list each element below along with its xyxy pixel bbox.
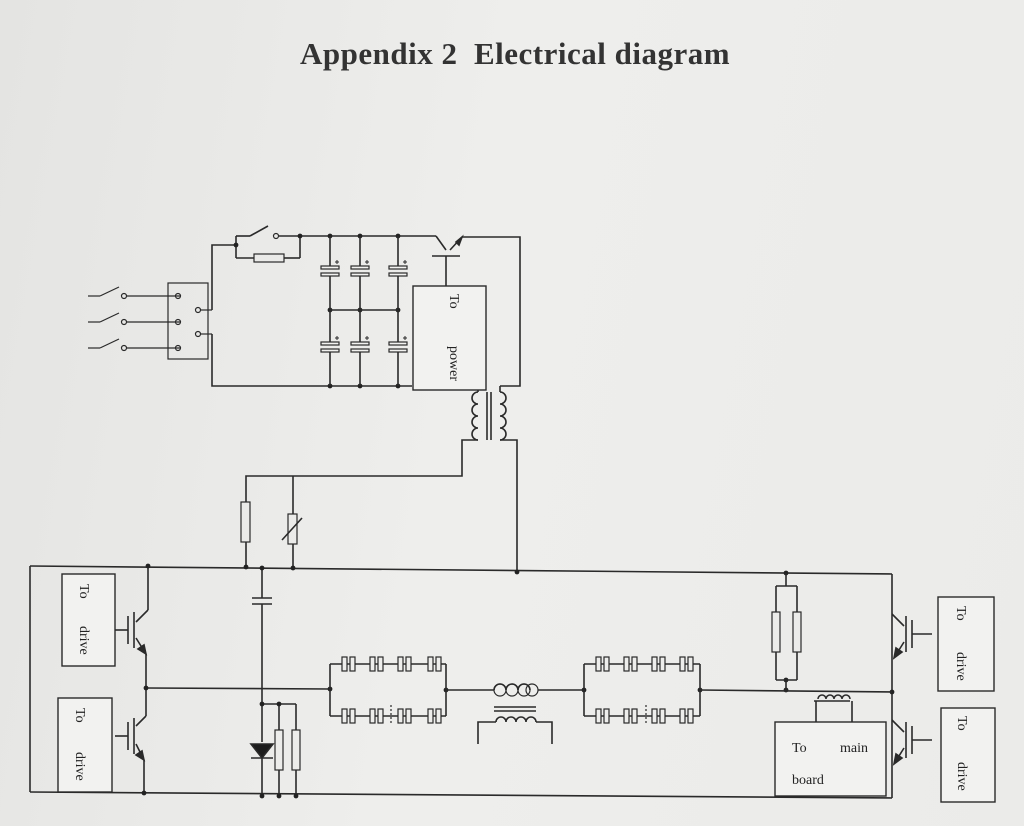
snubber-resistor-varistor bbox=[240, 501, 303, 568]
resonant-cap-bank-right bbox=[583, 663, 893, 717]
power-box-line2: power bbox=[446, 346, 461, 381]
drive-top-right-line1: To bbox=[953, 606, 968, 621]
capacitor-bank-top bbox=[329, 236, 399, 386]
center-inductor bbox=[477, 683, 584, 744]
cap-plates-left bbox=[341, 656, 442, 725]
right-half-bridge bbox=[891, 613, 932, 766]
current-sensor bbox=[814, 694, 853, 722]
transformer bbox=[245, 386, 518, 572]
capacitor-plates-top bbox=[320, 260, 408, 353]
left-half-bridge bbox=[115, 566, 331, 793]
main-board-line2: board bbox=[792, 773, 824, 788]
drive-bottom-left-line1: To bbox=[72, 708, 87, 723]
main-board-box: To main board bbox=[774, 721, 887, 797]
right-resistor-pair bbox=[771, 573, 802, 690]
drive-box-bottom-right: To drive bbox=[940, 707, 996, 803]
drive-top-right-line2: drive bbox=[953, 652, 968, 681]
cap-plates-right bbox=[595, 656, 694, 725]
resonant-cap-bank-left bbox=[329, 663, 494, 717]
input-switches bbox=[88, 286, 180, 352]
drive-bottom-right-line1: To bbox=[954, 716, 969, 731]
drive-box-top-right: To drive bbox=[937, 596, 995, 692]
dc-link-branch bbox=[249, 568, 301, 796]
drive-top-left-line2: drive bbox=[76, 626, 91, 655]
dots-top bbox=[233, 233, 401, 389]
main-board-line1a: To bbox=[792, 741, 807, 756]
drive-box-bottom-left: To drive bbox=[57, 697, 113, 793]
drive-bottom-left-line2: drive bbox=[72, 752, 87, 781]
power-transistor bbox=[432, 234, 521, 387]
main-board-line1b: main bbox=[840, 741, 868, 756]
main-rails bbox=[29, 565, 893, 799]
dc-bus-top bbox=[211, 225, 436, 387]
drive-top-left-line1: To bbox=[76, 584, 91, 599]
dots-main bbox=[141, 563, 895, 799]
drive-bottom-right-line2: drive bbox=[954, 762, 969, 791]
terminal-block bbox=[167, 282, 212, 360]
power-box: To power bbox=[412, 285, 487, 391]
drive-box-top-left: To drive bbox=[61, 573, 116, 667]
page-title: Appendix 2 Electrical diagram bbox=[300, 36, 731, 71]
power-box-line1: To bbox=[446, 294, 461, 309]
